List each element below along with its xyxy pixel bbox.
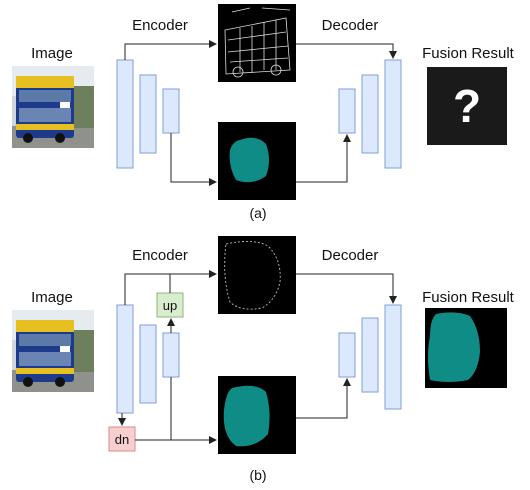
encoder-block-3 — [162, 332, 180, 378]
fusion-result-mask — [428, 312, 480, 382]
encoder-block-1 — [116, 304, 134, 414]
encoder-block-1 — [116, 59, 134, 169]
edge-map — [218, 4, 296, 82]
decoder-label: Decoder — [322, 17, 379, 34]
encoder-block-2 — [139, 324, 157, 404]
question-icon: ? — [453, 80, 481, 132]
arrow-edge-to-decoder — [296, 273, 397, 304]
image-label: Image — [31, 289, 73, 306]
arrow-encoder-to-edge — [124, 270, 217, 305]
dn-box — [108, 426, 136, 452]
fusion-result-label: Fusion Result — [422, 45, 515, 62]
decoder-block-1 — [338, 332, 356, 378]
caption-b: (b) — [249, 467, 266, 483]
decoder-block-2 — [361, 74, 379, 154]
decoder-block-1 — [338, 88, 356, 134]
edge-contour — [224, 241, 281, 310]
encoder-block-2 — [139, 74, 157, 154]
edge-map — [218, 236, 296, 314]
arrow-encoder-to-mask — [170, 133, 217, 186]
dn-label: dn — [115, 432, 129, 447]
caption-a: (a) — [249, 205, 266, 221]
arrow-mask-to-decoder — [296, 134, 351, 183]
up-label: up — [163, 298, 177, 313]
encoder-label: Encoder — [132, 17, 188, 34]
encoder-label: Encoder — [132, 247, 188, 264]
image-label: Image — [31, 45, 73, 62]
panel-a: Image Encoder Decoder Fusion Result ? — [12, 4, 515, 221]
arrow-mask-to-decoder — [296, 378, 351, 419]
segmentation-mask — [229, 137, 269, 183]
decoder-block-3 — [384, 59, 402, 169]
arrow-edge-to-decoder — [296, 43, 397, 59]
bus-photo — [12, 310, 94, 392]
fusion-result-panel — [427, 67, 507, 145]
panel-b: Image Encoder up dn Decoder Fusion Resul… — [12, 236, 515, 483]
edge-map-lines — [224, 7, 291, 78]
fusion-result-label: Fusion Result — [422, 289, 515, 306]
segmentation-mask — [223, 385, 270, 447]
arrow-encoder-to-edge — [124, 40, 217, 60]
encoder-block-3 — [162, 88, 180, 134]
decoder-block-3 — [384, 304, 402, 410]
decoder-block-2 — [361, 317, 379, 393]
decoder-label: Decoder — [322, 247, 379, 264]
bus-photo — [12, 66, 94, 148]
